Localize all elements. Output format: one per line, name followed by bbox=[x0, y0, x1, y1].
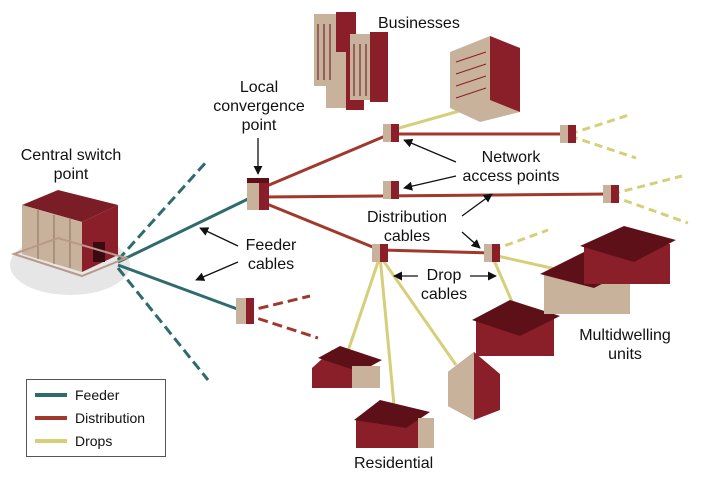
arrow-feeder-lower bbox=[195, 261, 239, 281]
legend-item-distribution: Distribution bbox=[35, 409, 145, 427]
label-drop-cables-line2: cables bbox=[420, 286, 468, 303]
arrow-distribution-lower bbox=[461, 231, 481, 249]
label-local-convergence-line3: point bbox=[241, 117, 277, 134]
legend-item-drops: Drops bbox=[35, 432, 112, 450]
drop-line-mdu-1 bbox=[492, 228, 549, 252]
legend-label-feeder: Feeder bbox=[75, 387, 120, 403]
label-network-access-line1: Network bbox=[481, 149, 541, 166]
distribution-line-lower-node-2 bbox=[243, 312, 319, 340]
access-box-mdu bbox=[484, 244, 500, 262]
arrow-feeder-upper bbox=[199, 227, 239, 247]
business-buildings bbox=[314, 12, 520, 122]
label-multidwelling: Multidwelling units bbox=[562, 326, 688, 364]
label-drop-cables-line1: Drop bbox=[426, 267, 462, 284]
label-local-convergence-line2: convergence bbox=[213, 98, 305, 115]
label-network-access-line2: access points bbox=[462, 168, 560, 185]
label-distribution-cables-line2: cables bbox=[383, 228, 431, 245]
access-box-lower bbox=[372, 244, 388, 262]
feeder-lines bbox=[116, 158, 251, 381]
distribution-line-lower-long bbox=[379, 248, 493, 255]
legend-swatch-drops bbox=[35, 439, 67, 443]
label-central-switch-line2: point bbox=[53, 166, 89, 183]
feeder-line-upper-dashed bbox=[116, 158, 210, 262]
feeder-line-to-lower-node bbox=[117, 263, 241, 312]
label-feeder-cables-line2: cables bbox=[247, 256, 295, 273]
feeder-line-lower-dashed bbox=[116, 267, 210, 381]
drop-line-res-1 bbox=[343, 255, 382, 361]
access-point-boxes bbox=[236, 124, 619, 324]
drop-line-res-2 bbox=[378, 255, 396, 406]
legend-label-distribution: Distribution bbox=[75, 410, 146, 426]
distribution-line-lower-node-1 bbox=[243, 294, 311, 314]
access-box-upper bbox=[383, 124, 399, 142]
label-central-switch-line1: Central switch bbox=[20, 147, 122, 164]
access-box-far-upper bbox=[560, 125, 576, 143]
label-businesses: Businesses bbox=[378, 15, 460, 32]
distribution-lines bbox=[243, 132, 611, 340]
arrow-distribution-upper bbox=[461, 193, 493, 217]
drop-line-to-businesses bbox=[391, 106, 471, 132]
label-residential: Residential bbox=[354, 455, 434, 472]
drop-line-res-3 bbox=[378, 255, 458, 366]
legend-swatch-feeder bbox=[35, 393, 67, 397]
access-box-middle bbox=[383, 181, 399, 199]
feeder-line-to-convergence bbox=[117, 196, 251, 264]
drop-line-mdu-2 bbox=[492, 253, 561, 272]
label-distribution-cables-line1: Distribution bbox=[366, 209, 448, 226]
drop-line-ne-2 bbox=[569, 134, 637, 160]
multidwelling-buildings bbox=[472, 226, 676, 356]
legend-item-feeder: Feeder bbox=[35, 386, 119, 404]
legend: Feeder Distribution Drops bbox=[26, 379, 166, 457]
label-local-convergence-line1: Local bbox=[239, 79, 279, 96]
distribution-line-middle bbox=[261, 192, 611, 199]
legend-swatch-distribution bbox=[35, 416, 67, 420]
drop-line-ne-1 bbox=[569, 112, 633, 136]
label-multidwelling-line2: units bbox=[608, 346, 642, 363]
distribution-line-upper bbox=[261, 132, 391, 190]
arrow-access-middle bbox=[403, 175, 457, 191]
residential-houses bbox=[312, 346, 500, 448]
arrow-access-upper bbox=[403, 139, 457, 163]
label-feeder-cables: Feeder cables bbox=[236, 236, 306, 274]
label-local-convergence: Local convergence point bbox=[204, 78, 314, 135]
central-switch-building bbox=[10, 190, 130, 278]
drop-lines bbox=[343, 106, 689, 406]
distribution-line-lower bbox=[261, 200, 381, 252]
legend-label-drops: Drops bbox=[75, 433, 113, 449]
label-network-access: Network access points bbox=[446, 148, 576, 186]
label-central-switch: Central switch point bbox=[8, 146, 134, 184]
feeder-lower-box bbox=[236, 298, 254, 324]
label-feeder-cables-line1: Feeder bbox=[245, 237, 297, 254]
drop-line-e-2 bbox=[611, 194, 689, 225]
label-multidwelling-line1: Multidwelling bbox=[579, 327, 671, 344]
access-box-far-middle bbox=[603, 185, 619, 203]
local-convergence-box bbox=[247, 178, 269, 210]
label-drop-cables: Drop cables bbox=[412, 266, 476, 304]
label-distribution-cables: Distribution cables bbox=[352, 208, 462, 246]
